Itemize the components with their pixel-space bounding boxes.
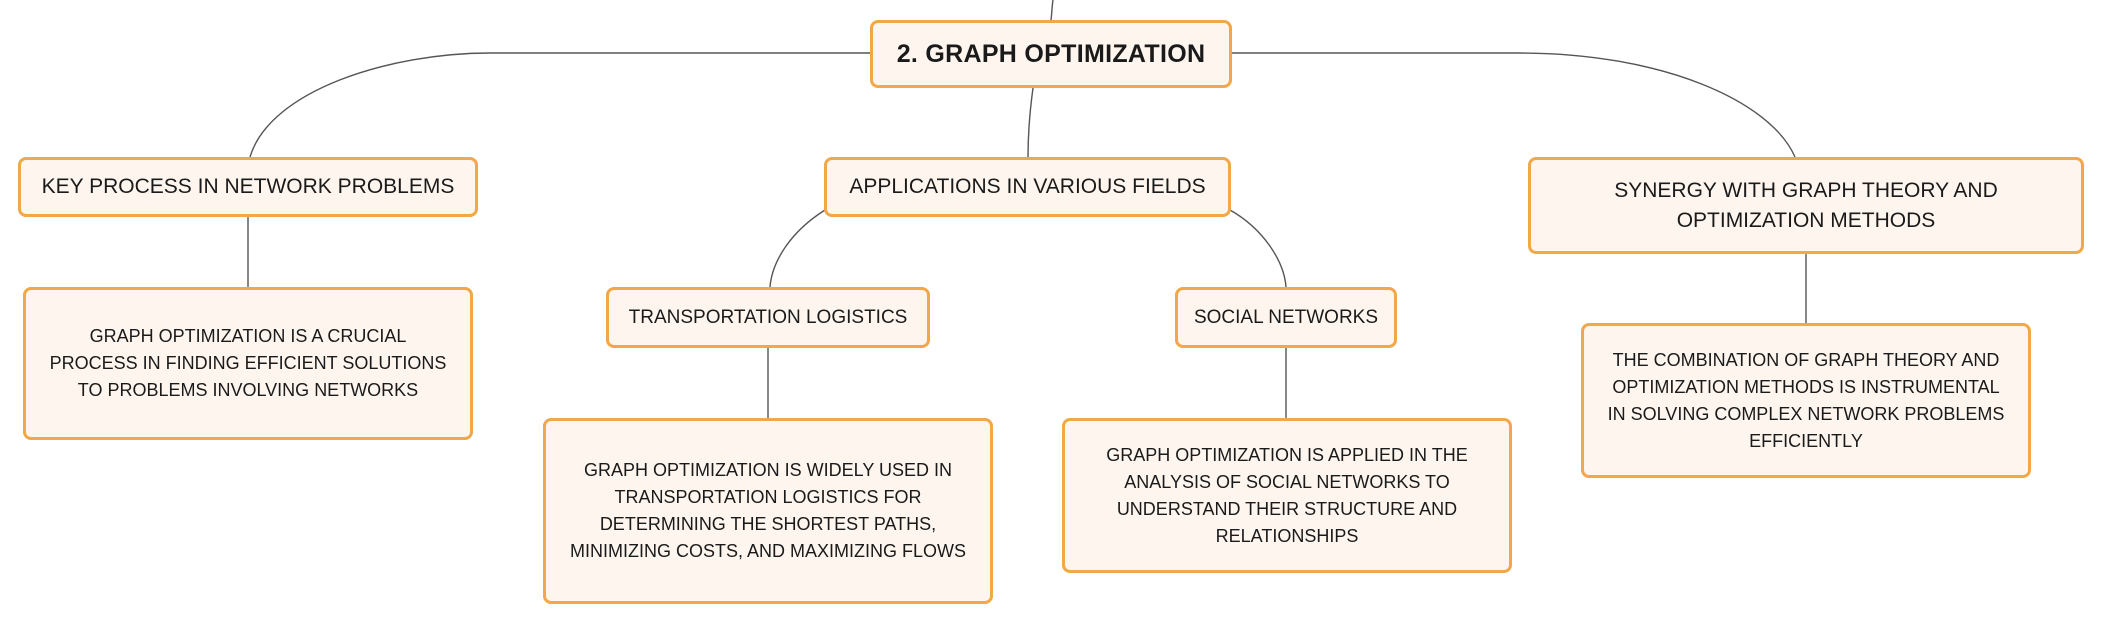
root-topic-node[interactable]: 2. GRAPH OPTIMIZATION: [870, 20, 1232, 88]
detail-node-key-process[interactable]: GRAPH OPTIMIZATION IS A CRUCIAL PROCESS …: [23, 287, 473, 440]
branch-label-applications: APPLICATIONS IN VARIOUS FIELDS: [849, 175, 1206, 198]
connector-applications-to-transportation: [769, 209, 826, 288]
subtopic-node-transportation[interactable]: TRANSPORTATION LOGISTICS: [606, 287, 930, 348]
connector-root-to-applications: [1027, 87, 1034, 158]
branch-node-synergy[interactable]: SYNERGY WITH GRAPH THEORY AND OPTIMIZATI…: [1528, 157, 2084, 254]
connector-applications-to-social: [1229, 209, 1287, 288]
detail-text-synergy: THE COMBINATION OF GRAPH THEORY AND OPTI…: [1607, 349, 2005, 451]
branch-label-synergy: SYNERGY WITH GRAPH THEORY AND OPTIMIZATI…: [1614, 178, 1998, 232]
root-topic-label: 2. GRAPH OPTIMIZATION: [896, 39, 1206, 68]
subtopic-label-transportation: TRANSPORTATION LOGISTICS: [628, 306, 908, 328]
detail-text-social: GRAPH OPTIMIZATION IS APPLIED IN THE ANA…: [1106, 444, 1468, 546]
detail-node-social[interactable]: GRAPH OPTIMIZATION IS APPLIED IN THE ANA…: [1062, 418, 1512, 573]
detail-text-key-process: GRAPH OPTIMIZATION IS A CRUCIAL PROCESS …: [49, 326, 447, 400]
connector-root-to-key-process: [249, 52, 870, 158]
detail-text-transportation: GRAPH OPTIMIZATION IS WIDELY USED IN TRA…: [570, 460, 967, 561]
connector-parent-to-root: [1050, 0, 1054, 21]
branch-node-key-process[interactable]: KEY PROCESS IN NETWORK PROBLEMS: [18, 157, 478, 217]
subtopic-node-social[interactable]: SOCIAL NETWORKS: [1175, 287, 1397, 348]
branch-label-key-process: KEY PROCESS IN NETWORK PROBLEMS: [41, 175, 455, 198]
detail-node-transportation[interactable]: GRAPH OPTIMIZATION IS WIDELY USED IN TRA…: [543, 418, 993, 604]
subtopic-label-social: SOCIAL NETWORKS: [1193, 306, 1379, 328]
branch-node-applications[interactable]: APPLICATIONS IN VARIOUS FIELDS: [824, 157, 1231, 217]
detail-node-synergy[interactable]: THE COMBINATION OF GRAPH THEORY AND OPTI…: [1581, 323, 2031, 478]
connector-root-to-synergy: [1232, 52, 1796, 158]
